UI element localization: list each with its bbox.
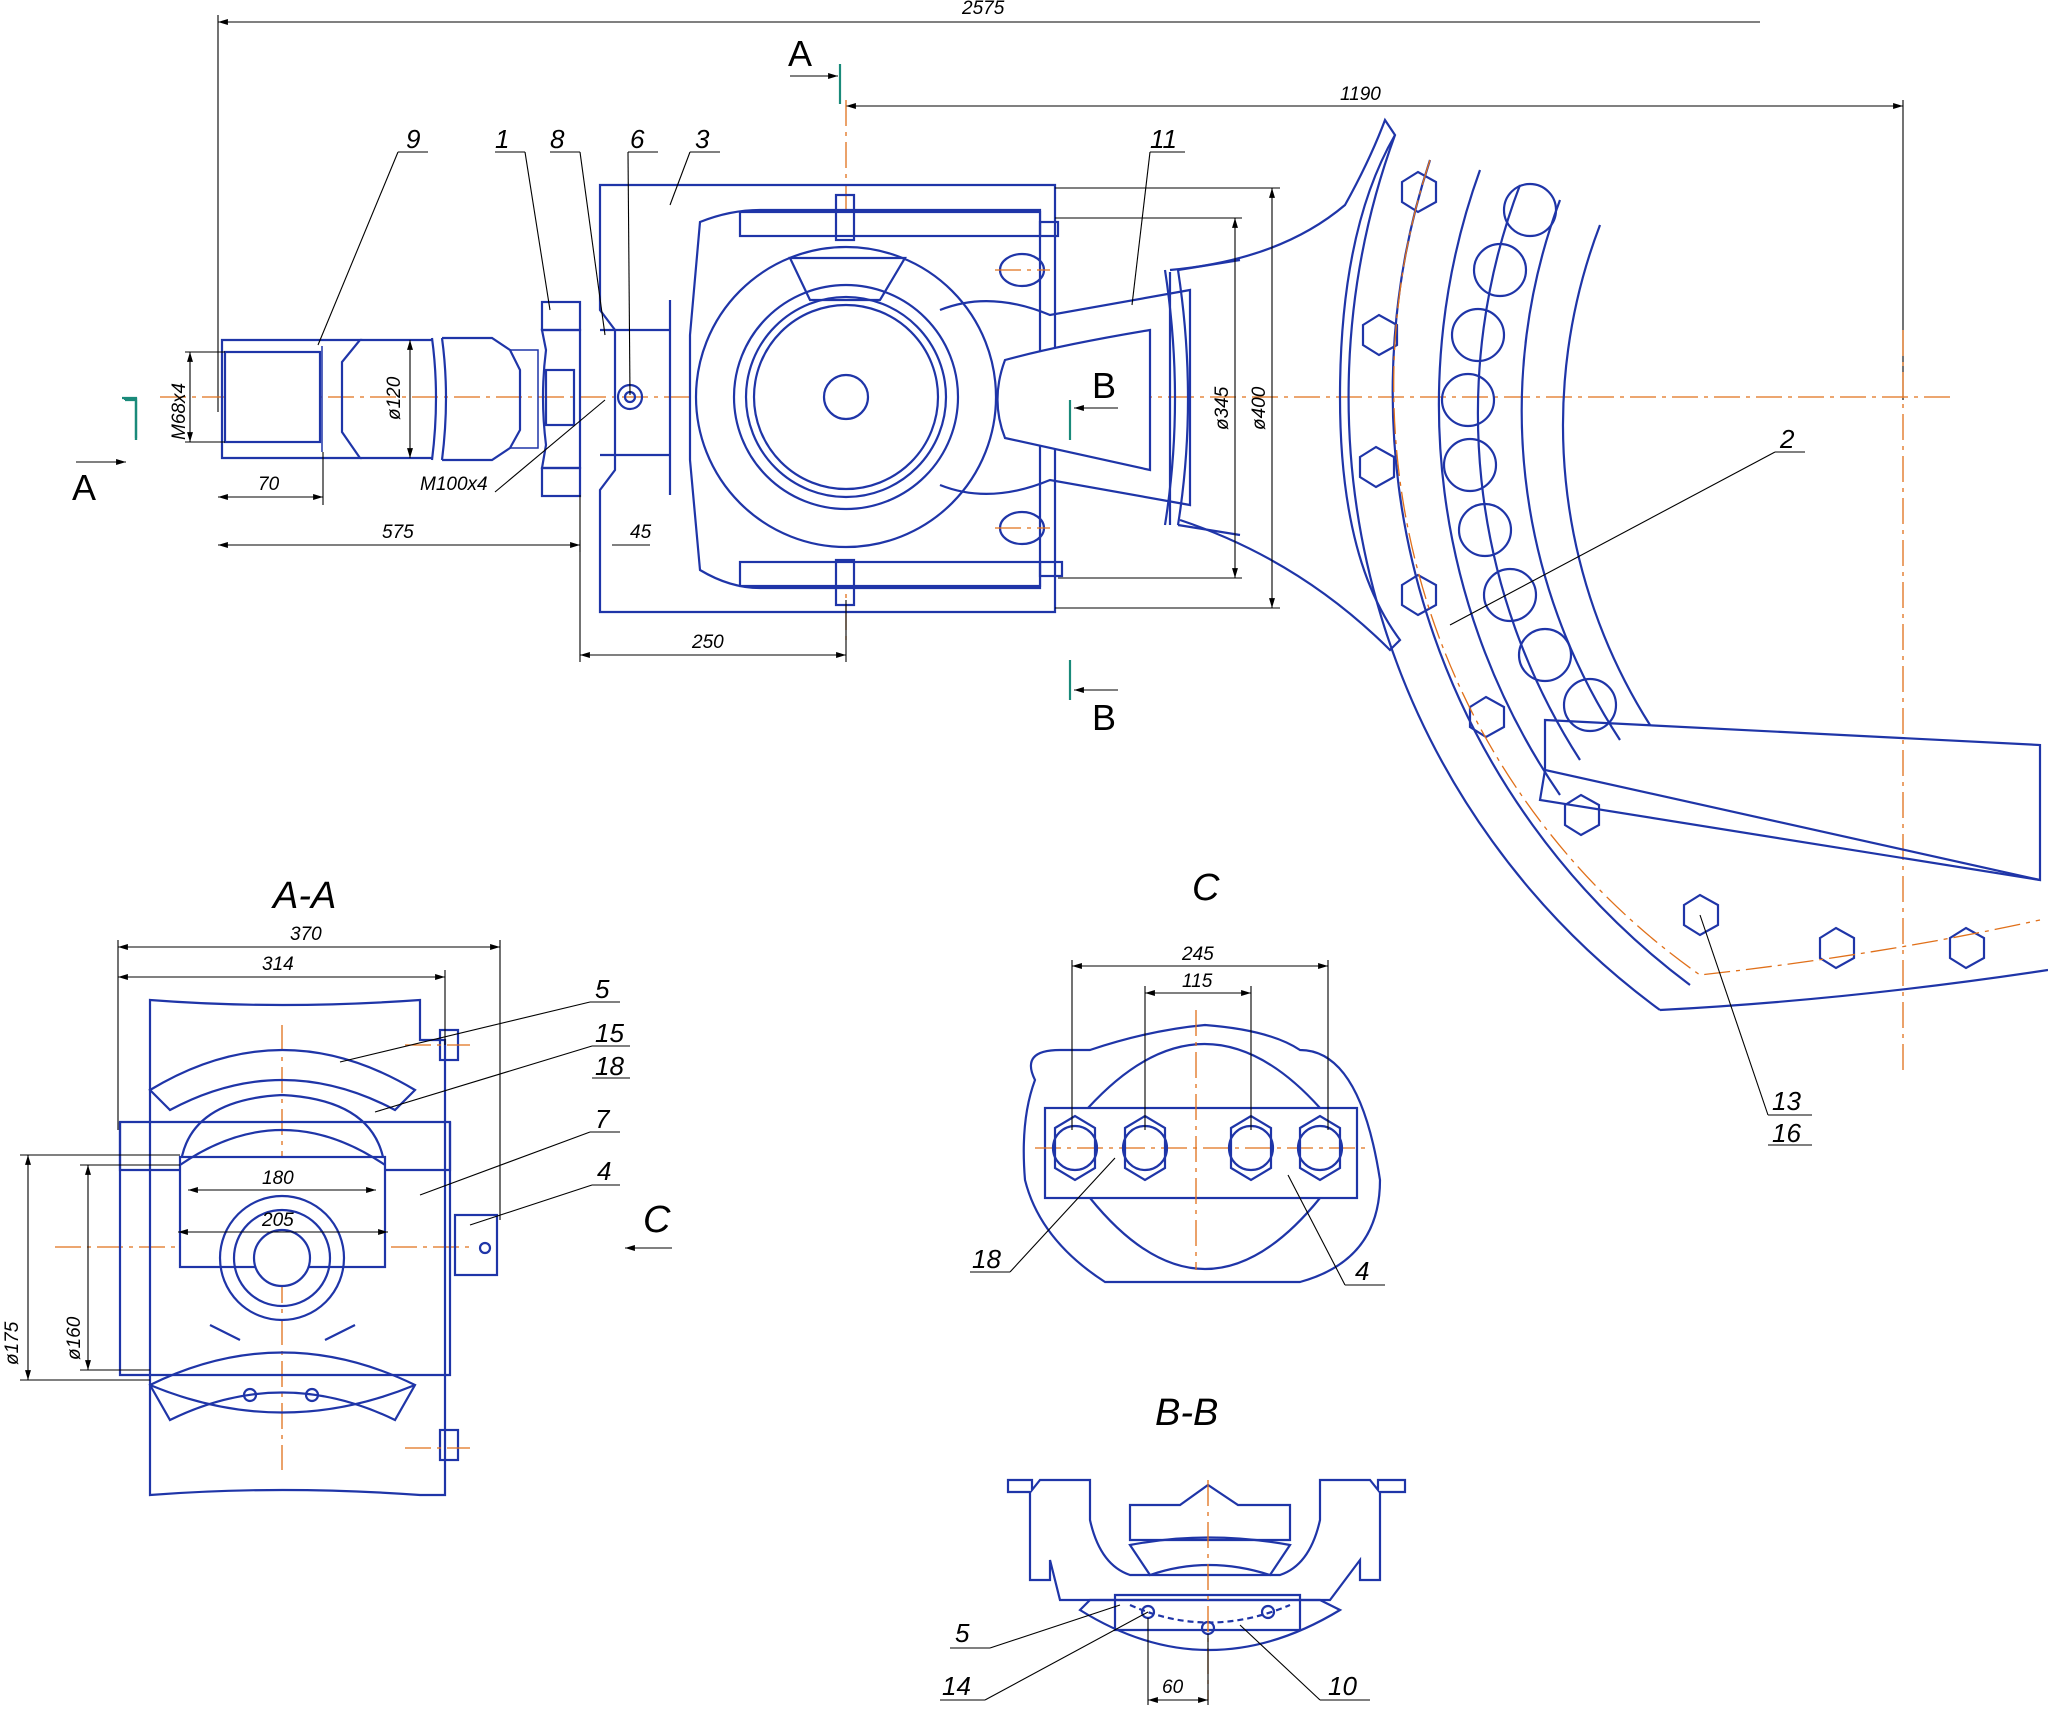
view-bb: B-B 60 5 14 10 xyxy=(940,1392,1407,1705)
part-1-label: 1 xyxy=(495,124,509,154)
c-dims: 245 115 xyxy=(1071,944,1329,1130)
dim-345-text: ø345 xyxy=(1212,386,1233,430)
bb-part-14-label: 14 xyxy=(942,1671,971,1701)
aa-dim-314-text: 314 xyxy=(262,954,294,975)
section-a-left-label: A xyxy=(72,467,96,508)
section-b-bottom-label: B xyxy=(1092,697,1116,738)
threaded-rod xyxy=(220,336,539,462)
aa-part-18-label: 18 xyxy=(595,1051,624,1081)
part-11-label: 11 xyxy=(1150,124,1177,154)
part-16-label: 16 xyxy=(1772,1118,1801,1148)
bb-dim-60-text: 60 xyxy=(1162,1677,1184,1698)
ring xyxy=(1169,117,2048,1012)
view-aa: A-A 370 314 180 xyxy=(2,875,672,1497)
dim-total-length: 2575 xyxy=(217,0,1760,412)
dim-575-text: 575 xyxy=(382,522,414,543)
dim-70-text: 70 xyxy=(258,474,280,495)
c-dim-115-text: 115 xyxy=(1182,971,1213,992)
part-13-label: 13 xyxy=(1772,1086,1801,1116)
bb-dims: 60 xyxy=(1147,1618,1209,1705)
c-part-18-label: 18 xyxy=(972,1244,1001,1274)
dim-m100-text: M100x4 xyxy=(420,474,488,495)
bb-part-labels: 5 14 10 xyxy=(940,1604,1370,1701)
c-part-4-label: 4 xyxy=(1355,1256,1369,1286)
ring-bolts xyxy=(1358,170,1986,970)
aa-part-5-label: 5 xyxy=(595,974,610,1004)
main-dims: 70 575 250 45 ø120 M68x4 M100x4 xyxy=(169,187,1280,662)
part-6-label: 6 xyxy=(630,124,645,154)
view-c-arrow-label: C xyxy=(643,1199,671,1241)
dim-400-text: ø400 xyxy=(1249,386,1270,430)
part-2-label: 2 xyxy=(1779,424,1795,454)
section-b-top-label: B xyxy=(1092,365,1116,406)
dim-m68-text: M68x4 xyxy=(169,383,190,440)
dim-arm-to-center-text: 1190 xyxy=(1340,84,1381,105)
aa-dim-205-text: 205 xyxy=(261,1210,294,1231)
aa-part-4-label: 4 xyxy=(597,1156,611,1186)
housing xyxy=(598,183,1064,614)
view-c-title: C xyxy=(1192,867,1220,909)
section-marks: A A B B xyxy=(72,33,1118,738)
dim-250-text: 250 xyxy=(691,632,724,653)
aa-dim-370-text: 370 xyxy=(290,924,322,945)
aa-part-labels: 5 15 18 7 4 xyxy=(339,974,630,1226)
section-a-top-label: A xyxy=(788,33,812,74)
view-c: C 245 115 18 4 xyxy=(970,867,1385,1286)
aa-part-15-label: 15 xyxy=(595,1018,624,1048)
dim-120-text: ø120 xyxy=(384,376,405,420)
aa-dim-180-text: 180 xyxy=(262,1168,294,1189)
aa-dims: 370 314 180 205 ø175 ø160 xyxy=(2,924,501,1381)
dim-total-length-text: 2575 xyxy=(961,0,1005,19)
c-part-labels: 18 4 xyxy=(970,1157,1385,1286)
view-bb-title: B-B xyxy=(1155,1392,1218,1434)
main-part-labels: 9 1 8 6 3 11 2 13 16 xyxy=(317,124,1812,1148)
part-3-label: 3 xyxy=(695,124,710,154)
aa-dim-160-text: ø160 xyxy=(64,1316,85,1360)
view-aa-title: A-A xyxy=(271,875,336,917)
nut xyxy=(540,300,582,498)
part-9-label: 9 xyxy=(406,124,420,154)
bb-part-5-label: 5 xyxy=(955,1618,970,1648)
c-dim-245-text: 245 xyxy=(1181,944,1214,965)
part-8-label: 8 xyxy=(550,124,565,154)
main-view: 2575 1190 xyxy=(72,0,2048,1148)
bb-part-10-label: 10 xyxy=(1328,1671,1357,1701)
aa-part-7-label: 7 xyxy=(595,1104,611,1134)
aa-dim-175-text: ø175 xyxy=(2,1321,23,1365)
dim-45-text: 45 xyxy=(630,522,652,543)
